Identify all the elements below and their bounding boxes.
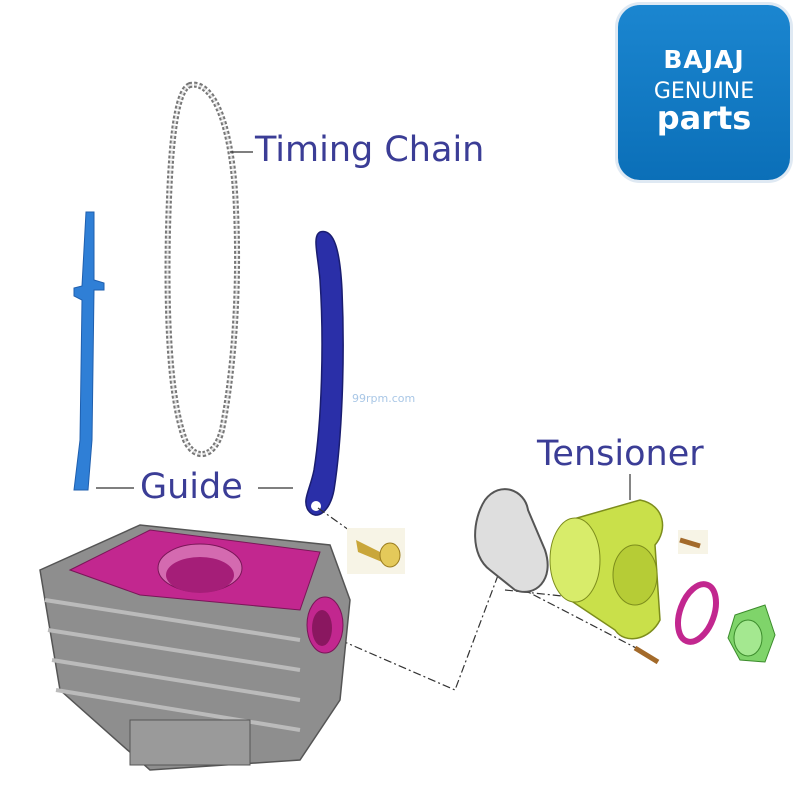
assembly-line-tensioner: [504, 579, 641, 651]
logo-brand: BAJAJ: [663, 45, 745, 74]
tensioner-plug: [727, 604, 776, 663]
tensioner-bolt-top: [678, 530, 708, 554]
timing-chain-label: Timing Chain: [255, 130, 485, 170]
guide-bolt: [347, 528, 405, 574]
tensioner-label: Tensioner: [537, 434, 704, 474]
timing-chain: [164, 81, 241, 458]
cylinder-block: [39, 524, 351, 771]
guide-label: Guide: [140, 467, 243, 507]
right-guide: [305, 230, 344, 516]
tensioner-body: [549, 499, 664, 640]
left-guide: [73, 211, 105, 491]
bajaj-genuine-parts-logo: BAJAJ GENUINE parts: [618, 5, 790, 180]
watermark: 99rpm.com: [352, 392, 416, 405]
tensioner-o-ring: [675, 581, 719, 645]
tensioner-bolt-bottom: [633, 645, 660, 665]
tensioner-gasket: [474, 488, 549, 593]
logo-genuine: GENUINE: [653, 79, 755, 104]
logo-parts: parts: [656, 99, 752, 137]
